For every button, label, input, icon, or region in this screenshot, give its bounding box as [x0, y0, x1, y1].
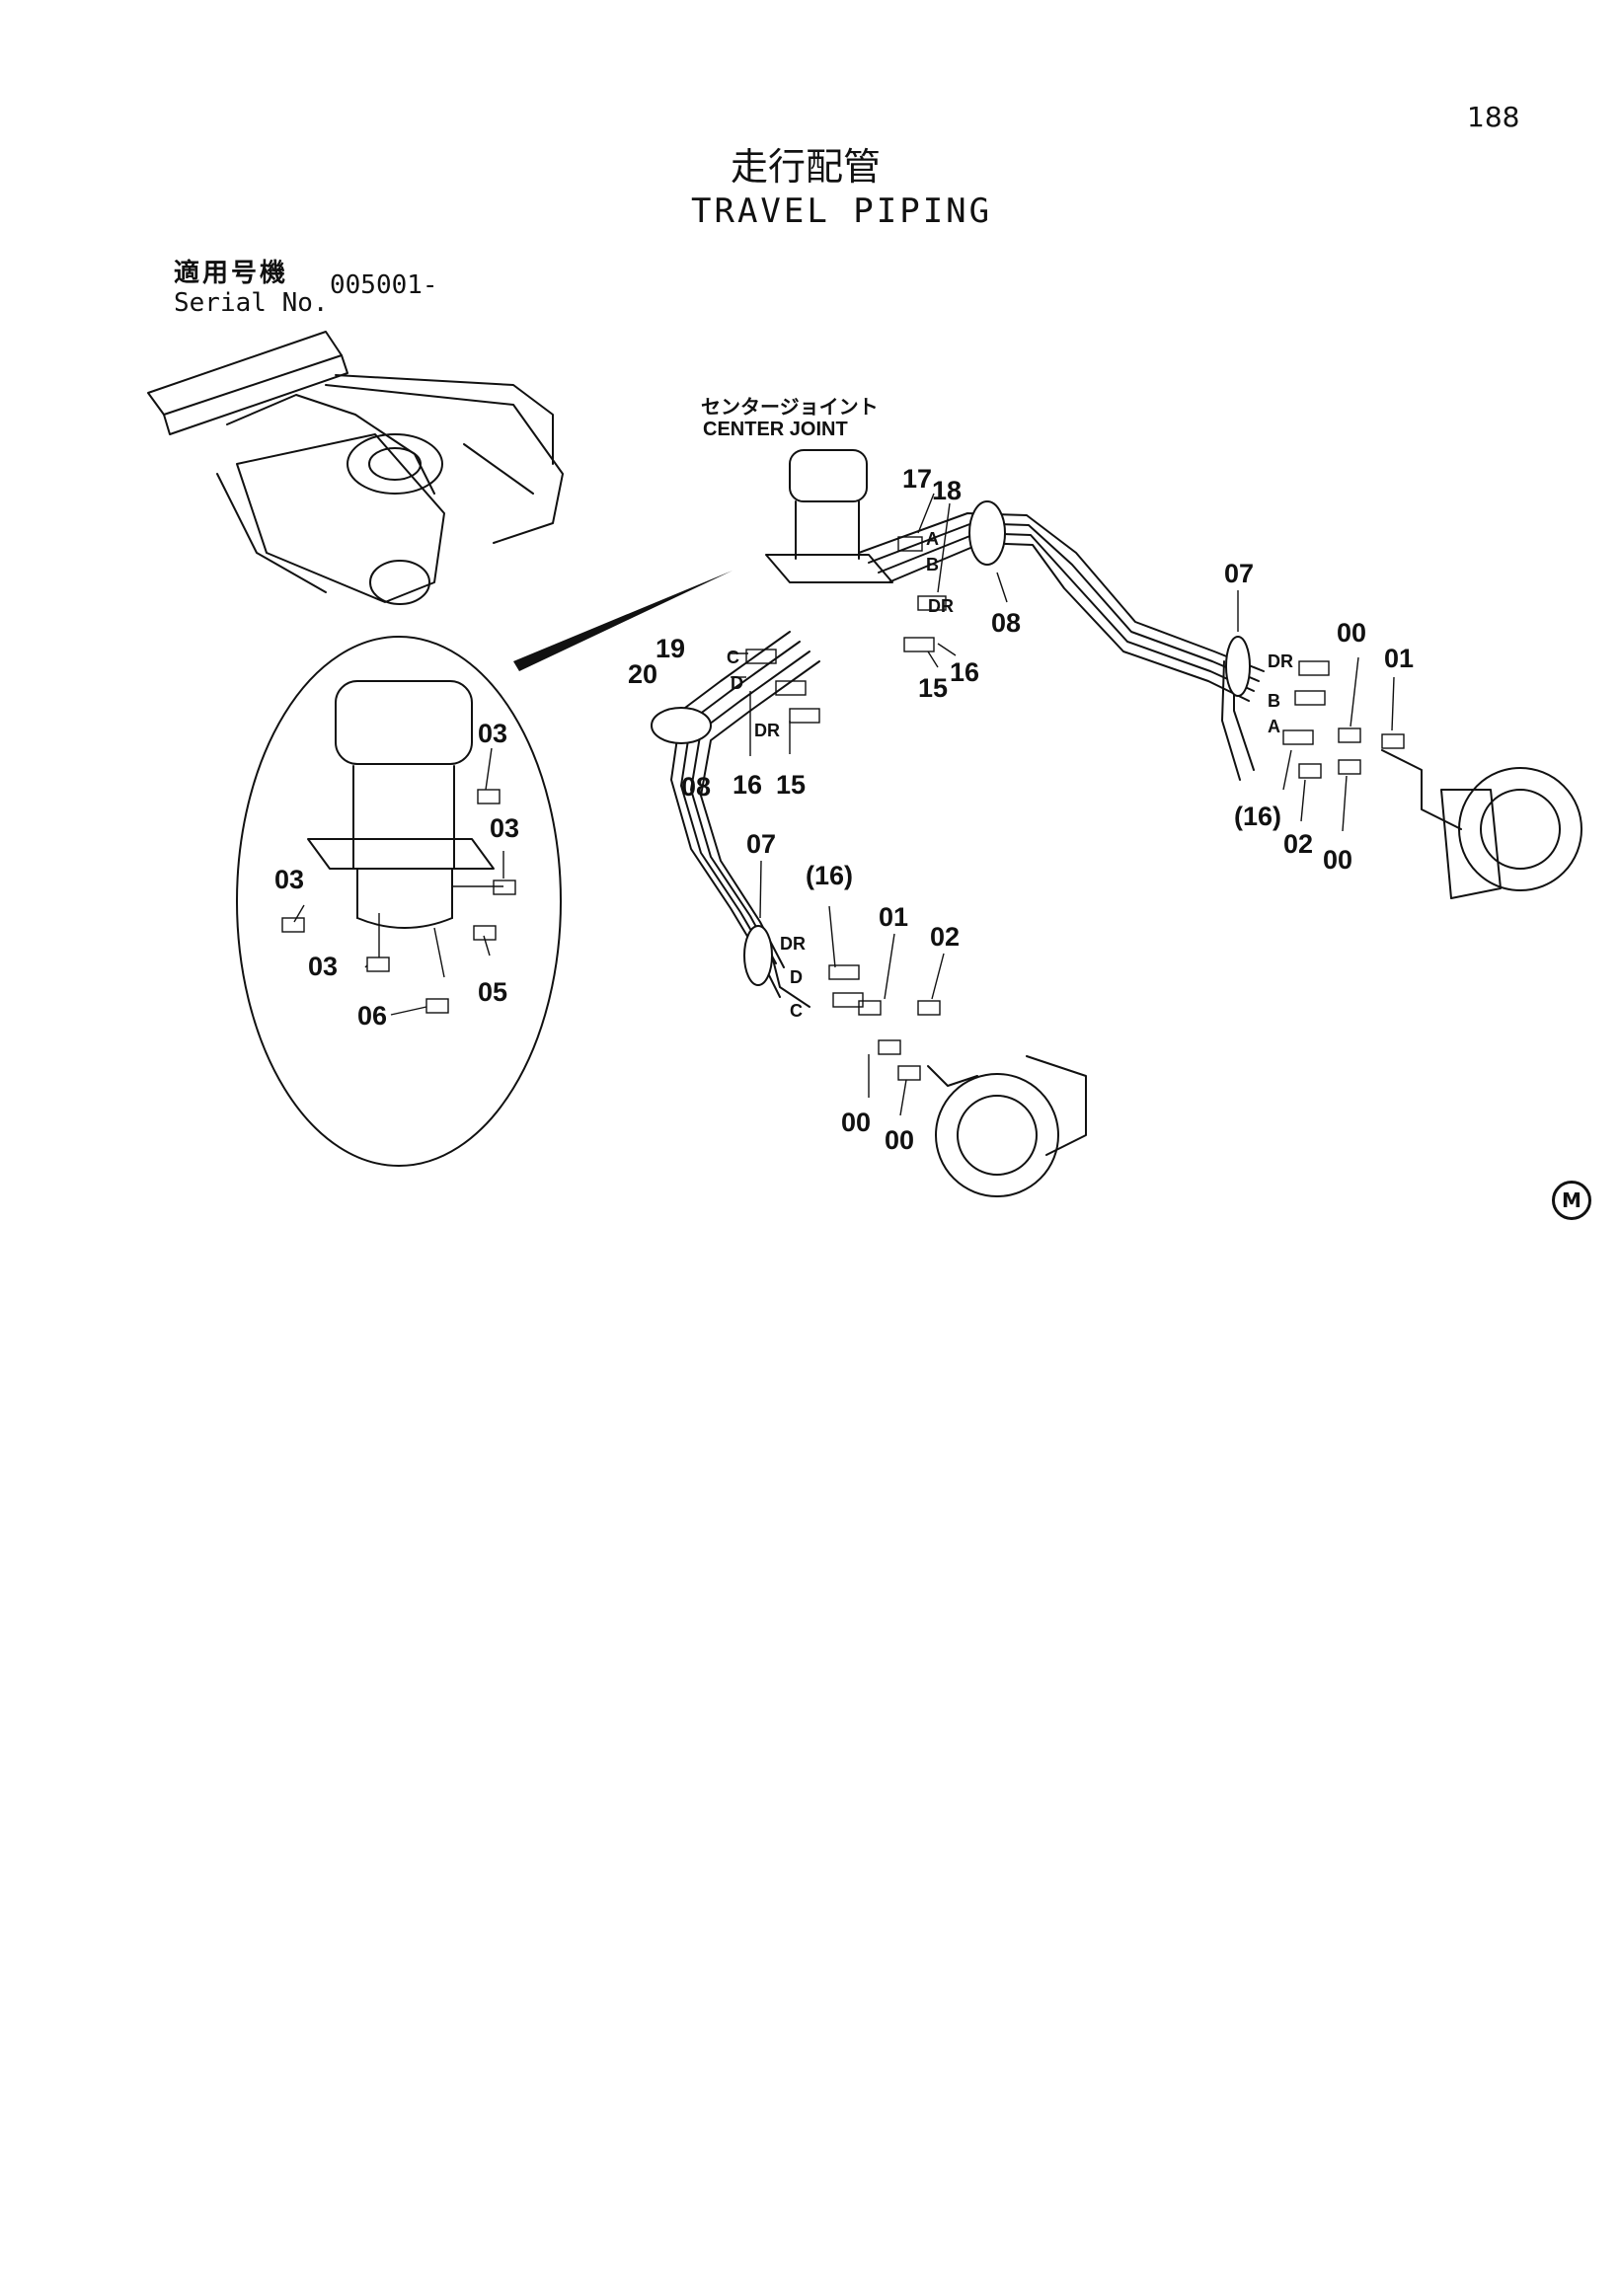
port-label-b: B: [926, 555, 939, 574]
port-label-dr: DR: [928, 596, 954, 616]
port-label-d: D: [731, 673, 743, 693]
callout-15: 15: [776, 770, 806, 800]
port-label-dr: DR: [1268, 651, 1293, 671]
callout-05: 05: [478, 977, 507, 1007]
port-label-dr: DR: [754, 721, 780, 740]
callout-03: 03: [274, 865, 304, 894]
callout-16-paren: (16): [1234, 802, 1281, 831]
port-label-d: D: [790, 967, 803, 987]
callout-03: 03: [308, 952, 338, 981]
port-label-a: A: [1268, 717, 1280, 736]
main-callouts: 17 18 08 07 00 01 19 20 15 16 08 16 15 (…: [628, 464, 1414, 1155]
callout-18: 18: [932, 476, 962, 505]
callout-08: 08: [991, 608, 1021, 638]
callout-16: 16: [950, 657, 979, 687]
leader-lines: [293, 493, 1395, 1116]
port-label-c: C: [727, 648, 739, 667]
callout-03: 03: [478, 719, 507, 748]
center-joint-label-japanese: センタージョイント: [701, 395, 879, 419]
callout-07: 07: [746, 829, 776, 859]
fittings: [745, 536, 1405, 1081]
travel-motor-left: [927, 1055, 1087, 1197]
model-marker: M: [1552, 1181, 1591, 1220]
port-labels: A B DR C D DR DR B A DR D C: [727, 529, 1293, 1021]
callout-00: 00: [1323, 845, 1352, 875]
port-label-b: B: [1268, 691, 1280, 711]
undercarriage-overview: [147, 331, 564, 605]
inset-callouts: 03 03 03 03 05 06: [274, 719, 519, 1031]
callout-02: 02: [930, 922, 960, 952]
callout-06: 06: [357, 1001, 387, 1031]
center-joint-label: CENTER JOINT: [703, 419, 848, 440]
page-title: TRAVEL PIPING: [691, 191, 993, 231]
callout-02: 02: [1283, 829, 1313, 859]
travel-motor-right: [1381, 749, 1582, 899]
center-joint-inset: [236, 636, 562, 1167]
callout-17: 17: [902, 464, 932, 494]
serial-value: 005001-: [330, 270, 438, 300]
callout-19: 19: [656, 634, 685, 663]
callout-08: 08: [681, 772, 711, 802]
callout-16: 16: [733, 770, 762, 800]
page-number: 188: [1467, 101, 1520, 133]
port-label-dr: DR: [780, 934, 806, 954]
serial-label: Serial No.: [174, 288, 329, 318]
callout-01: 01: [879, 902, 908, 932]
center-joint: [765, 449, 893, 583]
callout-00: 00: [841, 1108, 871, 1137]
callout-00: 00: [885, 1125, 914, 1155]
inset-leader-wedge: [513, 571, 733, 671]
port-label-a: A: [926, 529, 939, 549]
callout-03: 03: [490, 813, 519, 843]
page-title-japanese: 走行配管: [731, 145, 882, 189]
callout-00: 00: [1337, 618, 1366, 648]
callout-16-paren: (16): [806, 861, 853, 890]
callout-01: 01: [1384, 644, 1414, 673]
hose-clamps: [651, 500, 1251, 986]
callout-07: 07: [1224, 559, 1254, 588]
callout-20: 20: [628, 659, 657, 689]
port-label-c: C: [790, 1001, 803, 1021]
callout-15: 15: [918, 673, 948, 703]
serial-label-japanese: 適用号機: [174, 259, 289, 288]
